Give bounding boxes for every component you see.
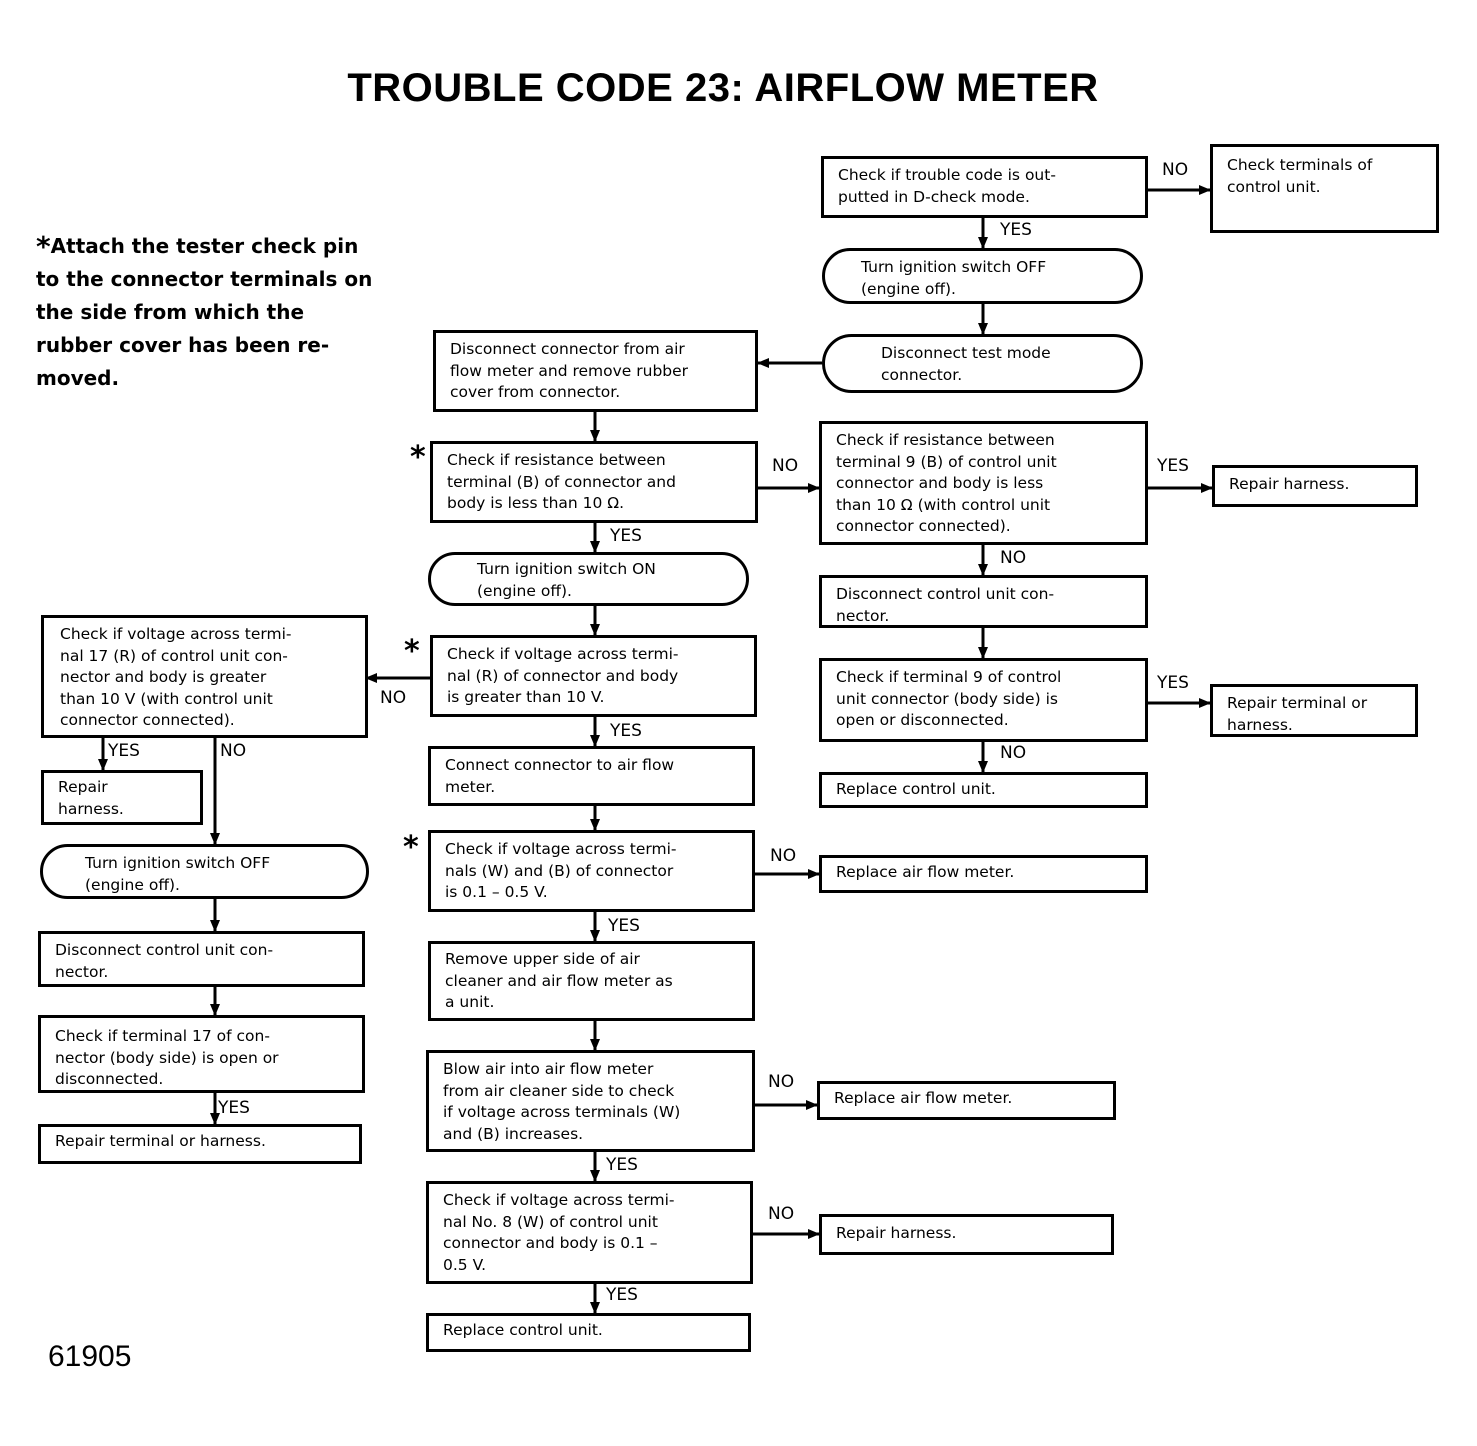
label-yes: YES bbox=[1157, 456, 1189, 476]
label-yes: YES bbox=[608, 916, 640, 936]
tester-note: *Attach the tester check pin to the conn… bbox=[36, 230, 376, 395]
step-repair-harness-3: Repair harness. bbox=[819, 1214, 1114, 1255]
step-check-terminal-9-open: Check if terminal 9 of control unit conn… bbox=[819, 658, 1148, 742]
step-replace-airflow-meter-1: Replace air flow meter. bbox=[819, 855, 1148, 893]
label-yes: YES bbox=[610, 721, 642, 741]
label-no: NO bbox=[1162, 160, 1189, 180]
step-repair-terminal-2: Repair terminal or harness. bbox=[38, 1124, 362, 1164]
step-remove-air-cleaner: Remove upper side of air cleaner and air… bbox=[428, 941, 755, 1021]
label-yes: YES bbox=[1000, 220, 1032, 240]
step-blow-air: Blow air into air flow meter from air cl… bbox=[426, 1050, 755, 1152]
step-connect-airflow-meter: Connect connector to air flow meter. bbox=[428, 746, 755, 806]
tester-asterisk: * bbox=[403, 830, 419, 865]
label-no: NO bbox=[1000, 548, 1027, 568]
step-check-terminal-17-open: Check if terminal 17 of con- nector (bod… bbox=[38, 1015, 365, 1093]
step-check-resistance-terminal-b: Check if resistance between terminal (B)… bbox=[430, 441, 758, 523]
step-repair-terminal-1: Repair terminal or harness. bbox=[1210, 684, 1418, 737]
step-disconnect-test-mode: Disconnect test mode connector. bbox=[822, 334, 1143, 393]
label-yes: YES bbox=[606, 1285, 638, 1305]
step-check-resistance-terminal-9: Check if resistance between terminal 9 (… bbox=[819, 421, 1148, 545]
tester-asterisk: * bbox=[410, 440, 426, 475]
step-turn-ignition-on: Turn ignition switch ON (engine off). bbox=[428, 552, 749, 606]
step-check-voltage-w-b: Check if voltage across termi- nals (W) … bbox=[428, 830, 755, 912]
step-replace-control-unit-1: Replace control unit. bbox=[819, 772, 1148, 808]
step-check-control-unit-terminals: Check terminals of control unit. bbox=[1210, 144, 1439, 233]
label-no: NO bbox=[772, 456, 799, 476]
label-yes: YES bbox=[218, 1098, 250, 1118]
step-replace-airflow-meter-2: Replace air flow meter. bbox=[817, 1081, 1116, 1120]
step-disconnect-airflow-meter: Disconnect connector from air flow meter… bbox=[433, 330, 758, 412]
step-check-voltage-terminal-r: Check if voltage across termi- nal (R) o… bbox=[430, 635, 757, 717]
note-asterisk: * bbox=[36, 230, 51, 263]
step-check-dcheck: Check if trouble code is out- putted in … bbox=[821, 156, 1148, 218]
step-check-voltage-terminal-17: Check if voltage across termi- nal 17 (R… bbox=[41, 615, 368, 738]
figure-number: 61905 bbox=[48, 1340, 132, 1373]
label-no: NO bbox=[1000, 743, 1027, 763]
label-no: NO bbox=[220, 741, 247, 761]
step-turn-ignition-off: Turn ignition switch OFF (engine off). bbox=[822, 248, 1143, 304]
step-repair-harness-1: Repair harness. bbox=[1212, 465, 1418, 507]
page-title: TROUBLE CODE 23: AIRFLOW METER bbox=[347, 66, 1099, 110]
label-yes: YES bbox=[1157, 673, 1189, 693]
label-no: NO bbox=[768, 1072, 795, 1092]
label-no: NO bbox=[770, 846, 797, 866]
label-yes: YES bbox=[108, 741, 140, 761]
step-repair-harness-2: Repair harness. bbox=[41, 770, 203, 825]
step-disconnect-control-unit-1: Disconnect control unit con- nector. bbox=[819, 575, 1148, 628]
label-yes: YES bbox=[606, 1155, 638, 1175]
label-yes: YES bbox=[610, 526, 642, 546]
step-replace-control-unit-2: Replace control unit. bbox=[426, 1313, 751, 1352]
step-turn-ignition-off-2: Turn ignition switch OFF (engine off). bbox=[40, 844, 369, 899]
label-no: NO bbox=[380, 688, 407, 708]
tester-asterisk: * bbox=[404, 634, 420, 669]
note-text: Attach the tester check pin to the conne… bbox=[36, 234, 373, 390]
step-check-voltage-terminal-8: Check if voltage across termi- nal No. 8… bbox=[426, 1181, 753, 1284]
label-no: NO bbox=[768, 1204, 795, 1224]
step-disconnect-control-unit-2: Disconnect control unit con- nector. bbox=[38, 931, 365, 987]
